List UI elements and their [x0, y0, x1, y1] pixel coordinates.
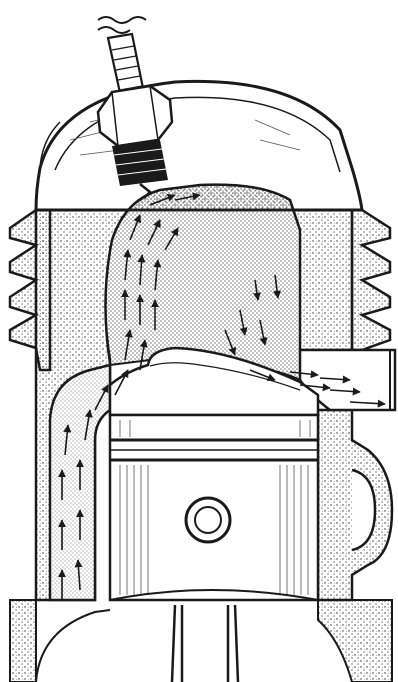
right-cooling-fins — [352, 210, 390, 350]
piston — [110, 348, 318, 600]
crankcase — [10, 600, 392, 682]
